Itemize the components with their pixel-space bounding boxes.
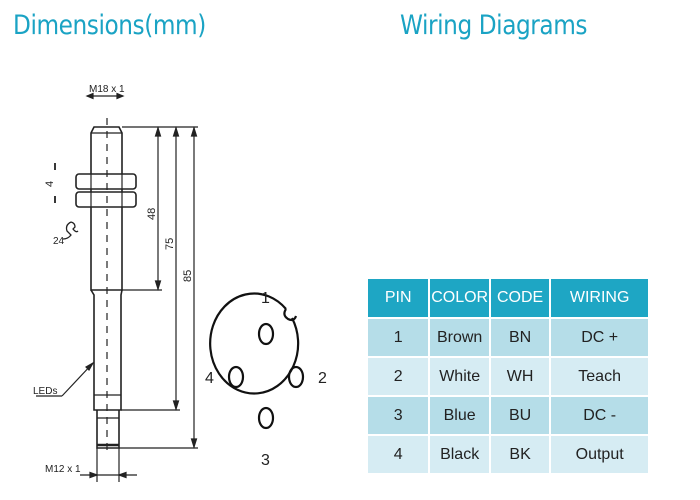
cell-color: Brown (430, 319, 489, 356)
cell-wiring: Output (551, 436, 648, 473)
cell-wiring: DC + (551, 319, 648, 356)
wrench-size-label: 24 (53, 236, 65, 247)
cell-wiring: DC - (551, 397, 648, 434)
table-row: 2 White WH Teach (368, 358, 648, 395)
wiring-diagrams-title: Wiring Diagrams (400, 10, 588, 41)
cell-color: White (430, 358, 489, 395)
header-pin: PIN (368, 279, 429, 317)
table-row: 3 Blue BU DC - (368, 397, 648, 434)
cell-pin: 2 (368, 358, 429, 395)
length-75-label: 75 (164, 238, 176, 250)
length-48-label: 48 (146, 208, 158, 220)
pin-2-label: 2 (318, 370, 327, 387)
dimensions-title: Dimensions(mm) (13, 10, 206, 41)
nut-height-label: 4 (44, 181, 56, 187)
cell-pin: 3 (368, 397, 429, 434)
cell-wiring: Teach (551, 358, 648, 395)
table-row: 4 Black BK Output (368, 436, 648, 473)
table-row: 1 Brown BN DC + (368, 319, 648, 356)
pin-3-label: 3 (261, 452, 270, 469)
table-header-row: PIN COLOR CODE WIRING (368, 279, 648, 317)
leds-label: LEDs (33, 386, 57, 397)
top-thread-label: M18 x 1 (89, 84, 125, 95)
header-color: COLOR (430, 279, 489, 317)
cell-code: BN (490, 319, 550, 356)
cell-pin: 4 (368, 436, 429, 473)
length-85-label: 85 (182, 270, 194, 282)
wiring-table: PIN COLOR CODE WIRING 1 Brown BN DC + 2 … (366, 277, 650, 475)
cell-code: BK (490, 436, 550, 473)
connector-pinout-diagram: 1 2 3 4 (205, 290, 327, 469)
cell-code: BU (490, 397, 550, 434)
pin-1-label: 1 (261, 290, 270, 307)
cell-color: Blue (430, 397, 489, 434)
cell-color: Black (430, 436, 489, 473)
sensor-dimension-drawing: M18 x 1 4 24 48 75 85 LEDs M12 x 1 (33, 84, 198, 482)
cell-code: WH (490, 358, 550, 395)
header-wiring: WIRING (551, 279, 648, 317)
bottom-thread-label: M12 x 1 (45, 464, 81, 475)
cell-pin: 1 (368, 319, 429, 356)
pin-4-label: 4 (205, 370, 214, 387)
header-code: CODE (490, 279, 550, 317)
